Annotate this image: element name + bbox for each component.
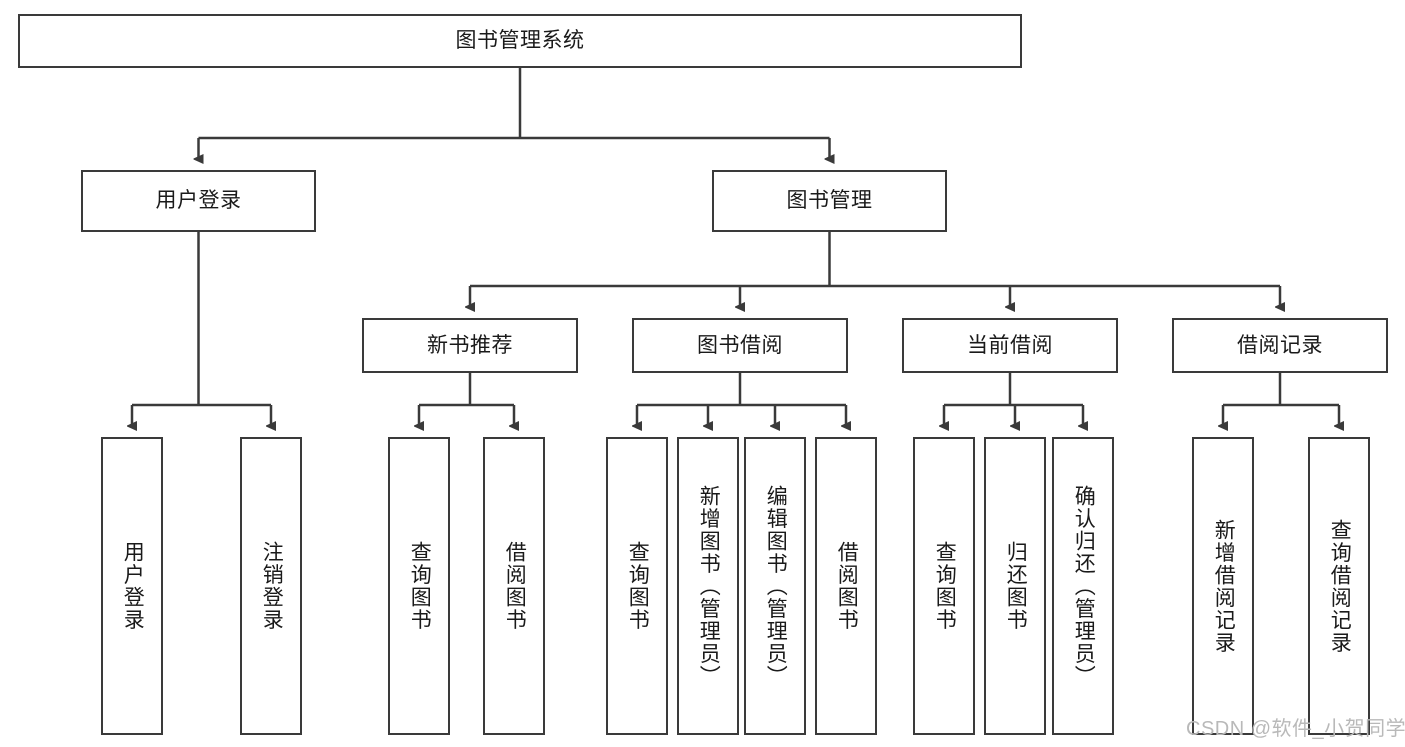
node-book-borrow[interactable]: 图书借阅: [632, 318, 848, 373]
node-label: 图书借阅: [697, 333, 783, 357]
node-label: 用户登录: [155, 189, 242, 213]
node-label: 借阅图书: [503, 541, 527, 631]
node-label: 查询图书: [933, 541, 957, 631]
node-label: 当前借阅: [967, 333, 1053, 357]
node-current-borrow[interactable]: 当前借阅: [902, 318, 1118, 373]
node-user-login[interactable]: 用户登录: [81, 170, 316, 232]
node-label: 用户登录: [121, 541, 145, 631]
node-leaf-user-login[interactable]: 用户登录: [101, 437, 163, 735]
node-label: 图书管理系统: [455, 29, 585, 53]
node-leaf-edit-book[interactable]: 编辑图书（管理员）: [744, 437, 806, 735]
node-label: 编辑图书（管理员）: [764, 484, 788, 688]
node-book-manage[interactable]: 图书管理: [712, 170, 947, 232]
node-leaf-add-book[interactable]: 新增图书（管理员）: [677, 437, 739, 735]
node-label: 归还图书: [1004, 541, 1028, 631]
node-label: 查询图书: [408, 541, 432, 631]
node-label: 借阅记录: [1237, 333, 1323, 357]
watermark-text: CSDN @软件_小贺同学: [1186, 718, 1405, 740]
node-label: 新增图书（管理员）: [697, 484, 721, 688]
node-label: 注销登录: [260, 541, 284, 631]
node-label: 查询借阅记录: [1328, 518, 1352, 654]
node-label: 借阅图书: [835, 541, 859, 631]
node-leaf-query-book-2[interactable]: 查询图书: [606, 437, 668, 735]
node-leaf-borrow-book-2[interactable]: 借阅图书: [815, 437, 877, 735]
node-leaf-query-book-3[interactable]: 查询图书: [913, 437, 975, 735]
node-new-book-recommend[interactable]: 新书推荐: [362, 318, 578, 373]
node-borrow-record[interactable]: 借阅记录: [1172, 318, 1388, 373]
node-leaf-confirm-return[interactable]: 确认归还（管理员）: [1052, 437, 1114, 735]
node-label: 新书推荐: [427, 333, 513, 357]
node-label: 图书管理: [786, 189, 873, 213]
node-leaf-query-book-1[interactable]: 查询图书: [388, 437, 450, 735]
node-label: 查询图书: [626, 541, 650, 631]
node-label: 确认归还（管理员）: [1072, 484, 1096, 688]
node-leaf-borrow-book-1[interactable]: 借阅图书: [483, 437, 545, 735]
node-leaf-add-record[interactable]: 新增借阅记录: [1192, 437, 1254, 735]
node-leaf-query-record[interactable]: 查询借阅记录: [1308, 437, 1370, 735]
node-leaf-logout[interactable]: 注销登录: [240, 437, 302, 735]
node-label: 新增借阅记录: [1212, 518, 1236, 654]
node-leaf-return-book[interactable]: 归还图书: [984, 437, 1046, 735]
node-root[interactable]: 图书管理系统: [18, 14, 1022, 68]
